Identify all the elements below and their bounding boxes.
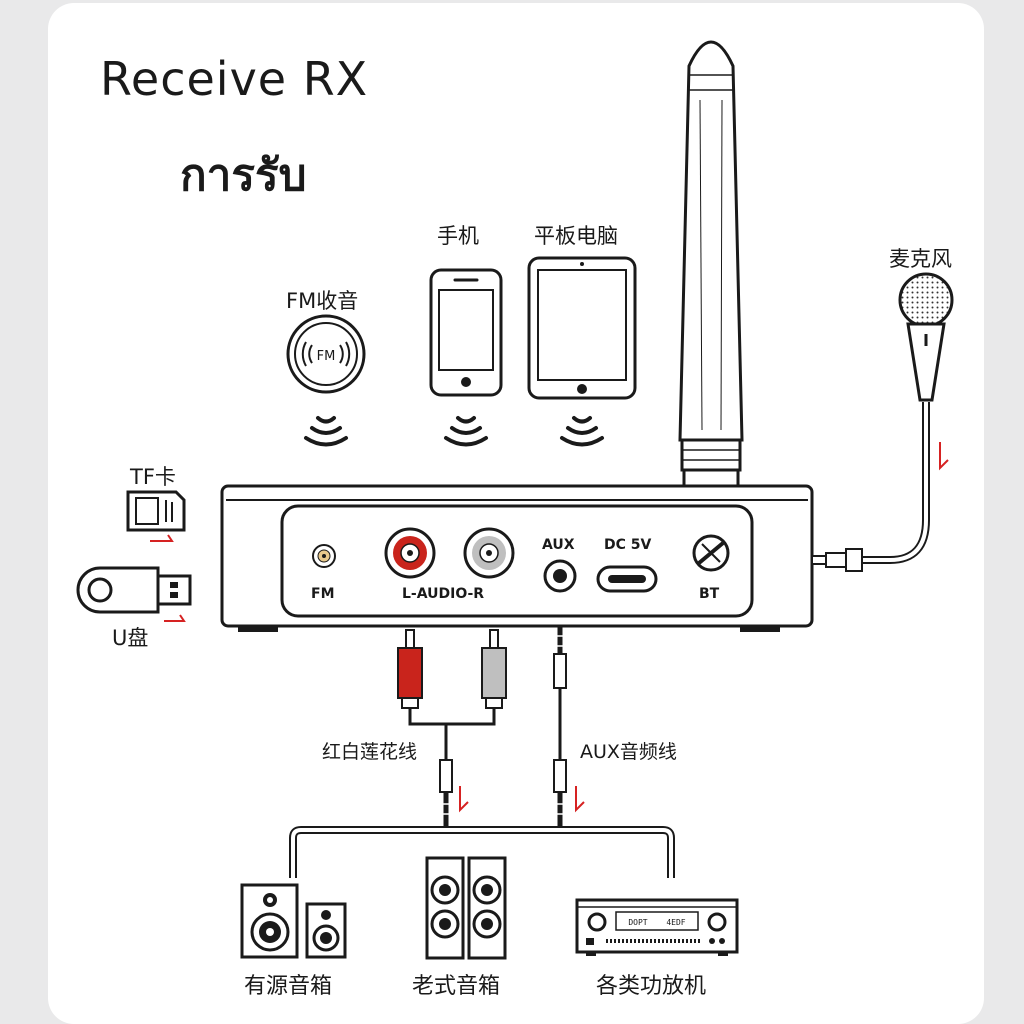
classic-speaker-label: 老式音箱 [412,974,501,999]
rca-cable-label: 红白莲花线 [322,741,418,763]
aux-cable-label: AUX音频线 [580,741,677,763]
bt-port-label: BT [699,586,720,602]
phone-label: 手机 [437,224,479,248]
page-title: Receive RX [100,52,369,106]
wireless-signal-icon [560,416,604,447]
dc-port-label: DC 5V [604,537,652,553]
aux-port [543,559,577,593]
microphone-label: 麦克风 [889,247,952,271]
antenna-icon [678,40,744,538]
wireless-signal-icon [304,416,348,447]
aux-cable [553,626,567,826]
page-subtitle: การรับ [180,150,307,201]
fm-icon-text: FM [317,349,336,364]
microphone-icon [898,272,954,402]
tablet-label: 平板电脑 [534,224,618,248]
tablet-icon [527,256,637,400]
insert-arrow-icon [939,442,949,471]
insert-arrow-icon [575,786,585,813]
fm-radio-icon: FM [286,314,366,394]
audio-lr-port-label: L-AUDIO-R [402,586,485,602]
rca-left-port [384,527,436,579]
classic-speaker-icon [425,856,507,960]
usb-drive-icon [76,566,192,614]
rca-cable [397,629,507,826]
rca-right-port [463,527,515,579]
fm-port-label: FM [311,586,335,602]
active-speaker-icon [240,883,347,959]
insert-arrow-icon [164,614,186,622]
amp-display-right: 4EDF [666,918,685,927]
fm-radio-label: FM收音 [286,289,359,313]
fm-port [312,544,336,568]
bt-antenna-connector [692,534,730,572]
active-speaker-label: 有源音箱 [244,974,333,999]
aux-port-label: AUX [542,537,575,553]
insert-arrow-icon [150,534,174,542]
wireless-signal-icon [444,416,488,447]
amp-display-left: DOPT [628,918,647,927]
tf-card-icon [126,490,186,532]
mic-jack-plug [811,548,863,572]
insert-arrow-icon [459,786,469,813]
usb-drive-label: U盘 [112,626,149,650]
dc-5v-port [596,565,658,593]
tf-card-label: TF卡 [130,465,176,489]
phone-icon [429,268,503,397]
amplifier-label: 各类功放机 [596,974,707,999]
amplifier-icon: DOPT 4EDF [575,898,739,956]
